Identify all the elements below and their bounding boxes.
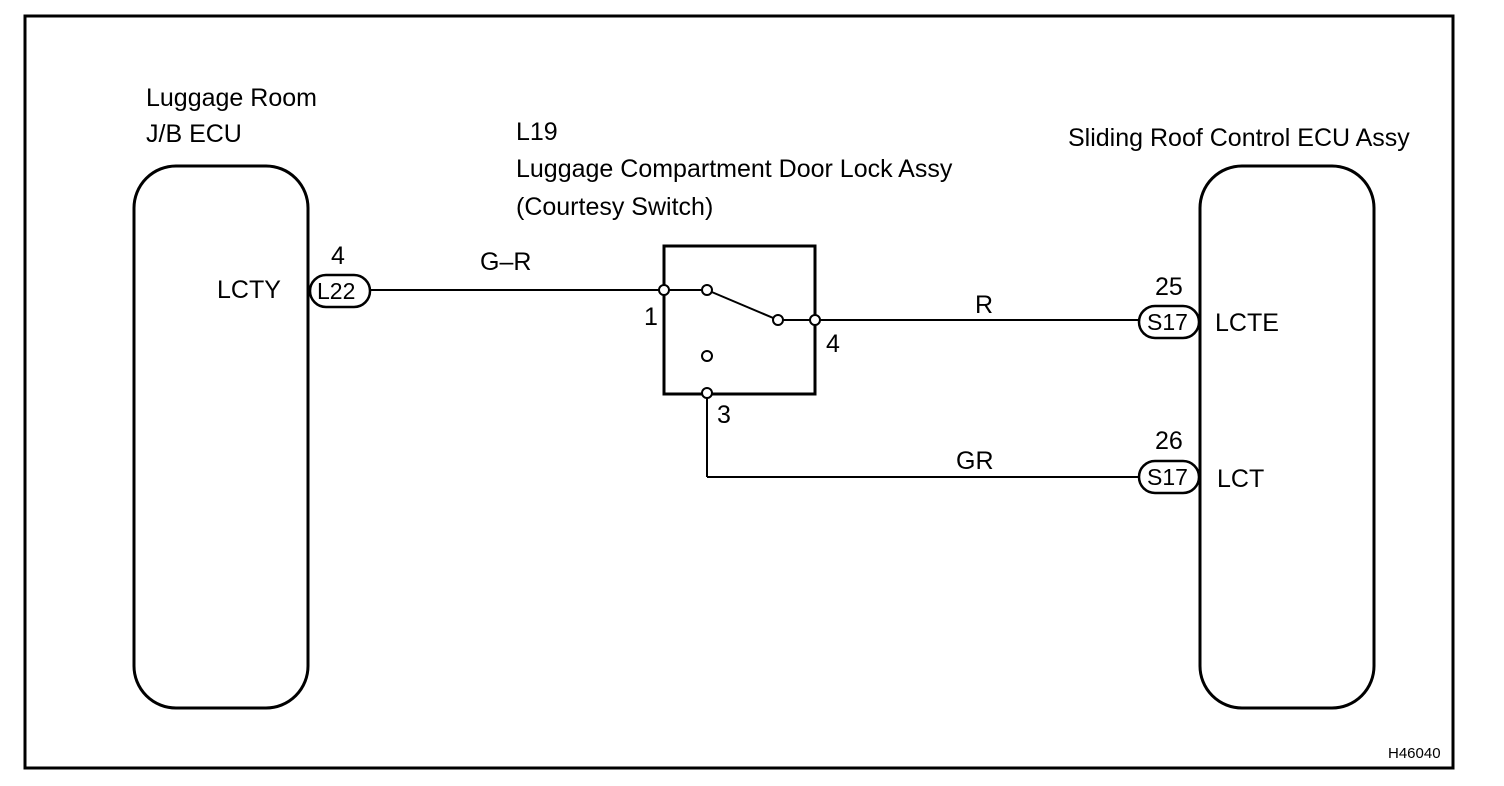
terminal-lcty-label: LCTY — [217, 276, 281, 304]
figure-id: H46040 — [1388, 745, 1441, 762]
wire-r-label: R — [975, 291, 993, 319]
wire-g-r-label: G–R — [480, 248, 531, 276]
switch-contact-fixed — [701, 284, 713, 296]
connector-l22 — [308, 273, 372, 309]
connector-s17-lcte-code: S17 — [1147, 309, 1188, 335]
switch-pin-1-label: 1 — [644, 303, 658, 331]
connector-s17-lct-code: S17 — [1147, 464, 1188, 490]
switch-name-line2: (Courtesy Switch) — [516, 193, 713, 221]
right-ecu-name: Sliding Roof Control ECU Assy — [1068, 124, 1410, 152]
switch-pin-4-label: 4 — [826, 330, 840, 358]
switch-code: L19 — [516, 118, 558, 146]
switch-terminal-4 — [809, 314, 821, 326]
switch-pin-3-label: 3 — [717, 401, 731, 429]
switch-contact-moving — [772, 314, 784, 326]
switch-terminal-3 — [701, 387, 713, 399]
connector-s17-lcte — [1137, 304, 1201, 340]
switch-contact-arm — [706, 289, 779, 321]
wire-gr-label: GR — [956, 447, 994, 475]
connector-s17-lcte-pin: 25 — [1155, 273, 1183, 301]
left-ecu-name-line2: J/B ECU — [146, 120, 242, 148]
luggage-room-jb-ecu-block — [132, 164, 310, 710]
switch-name-line1: Luggage Compartment Door Lock Assy — [516, 155, 953, 183]
diagram-frame — [23, 14, 1455, 770]
switch-terminal-1 — [658, 284, 670, 296]
connector-s17-lct-pin: 26 — [1155, 427, 1183, 455]
connector-l22-code: L22 — [317, 278, 355, 304]
terminal-lct-label: LCT — [1217, 465, 1264, 493]
terminal-lcte-label: LCTE — [1215, 309, 1279, 337]
connector-l22-pin: 4 — [331, 242, 345, 270]
connector-s17-lct — [1137, 459, 1201, 495]
left-ecu-name-line1: Luggage Room — [146, 84, 317, 112]
switch-contact-nc — [701, 350, 713, 362]
sliding-roof-control-ecu-block — [1198, 164, 1376, 710]
